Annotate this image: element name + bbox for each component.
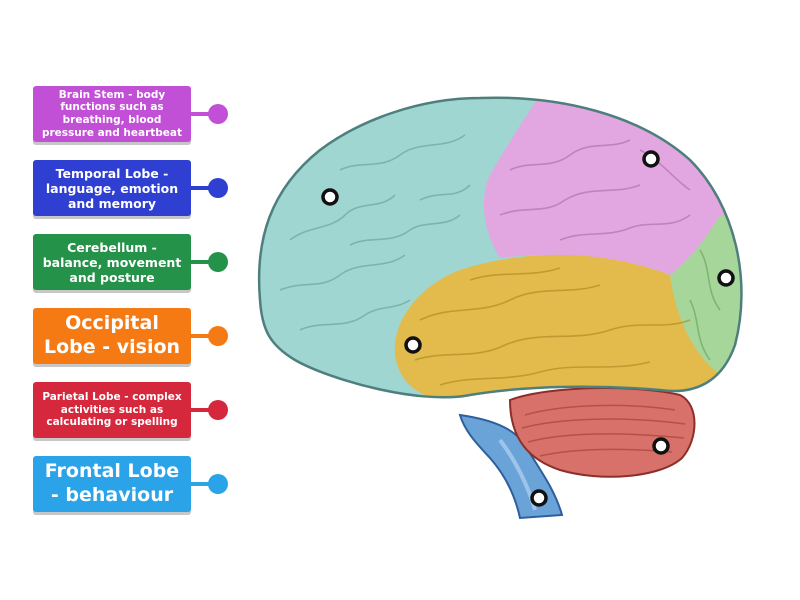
label-connector: [191, 334, 217, 338]
label-connector: [191, 482, 217, 486]
cerebellum-region: [508, 387, 696, 478]
label-card-frontal-lobe[interactable]: Frontal Lobe - behaviour: [33, 456, 233, 516]
label-handle-dot[interactable]: [208, 178, 228, 198]
label-text-occipital-lobe[interactable]: Occipital Lobe - vision: [33, 308, 191, 364]
label-connector: [191, 408, 217, 412]
label-handle-dot[interactable]: [208, 104, 228, 124]
label-card-brain-stem[interactable]: Brain Stem - body functions such as brea…: [33, 86, 233, 146]
label-text-brain-stem[interactable]: Brain Stem - body functions such as brea…: [33, 86, 191, 142]
label-handle-dot[interactable]: [208, 400, 228, 420]
label-card-temporal-lobe[interactable]: Temporal Lobe - language, emotion and me…: [33, 160, 233, 220]
target-marker-occipital[interactable]: [717, 269, 735, 287]
target-marker-parietal[interactable]: [642, 150, 660, 168]
label-text-cerebellum[interactable]: Cerebellum - balance, movement and postu…: [33, 234, 191, 290]
label-connector: [191, 260, 217, 264]
target-marker-frontal[interactable]: [321, 188, 339, 206]
target-marker-brainstem[interactable]: [530, 489, 548, 507]
label-card-cerebellum[interactable]: Cerebellum - balance, movement and postu…: [33, 234, 233, 294]
target-marker-cerebellum[interactable]: [652, 437, 670, 455]
label-card-occipital-lobe[interactable]: Occipital Lobe - vision: [33, 308, 233, 368]
label-handle-dot[interactable]: [208, 474, 228, 494]
target-marker-temporal[interactable]: [404, 336, 422, 354]
label-text-frontal-lobe[interactable]: Frontal Lobe - behaviour: [33, 456, 191, 512]
label-handle-dot[interactable]: [208, 326, 228, 346]
label-handle-dot[interactable]: [208, 252, 228, 272]
label-text-temporal-lobe[interactable]: Temporal Lobe - language, emotion and me…: [33, 160, 191, 216]
label-connector: [191, 186, 217, 190]
label-connector: [191, 112, 217, 116]
label-card-parietal-lobe[interactable]: Parietal Lobe - complex activities such …: [33, 382, 233, 442]
occipital-region: [670, 215, 742, 398]
label-text-parietal-lobe[interactable]: Parietal Lobe - complex activities such …: [33, 382, 191, 438]
